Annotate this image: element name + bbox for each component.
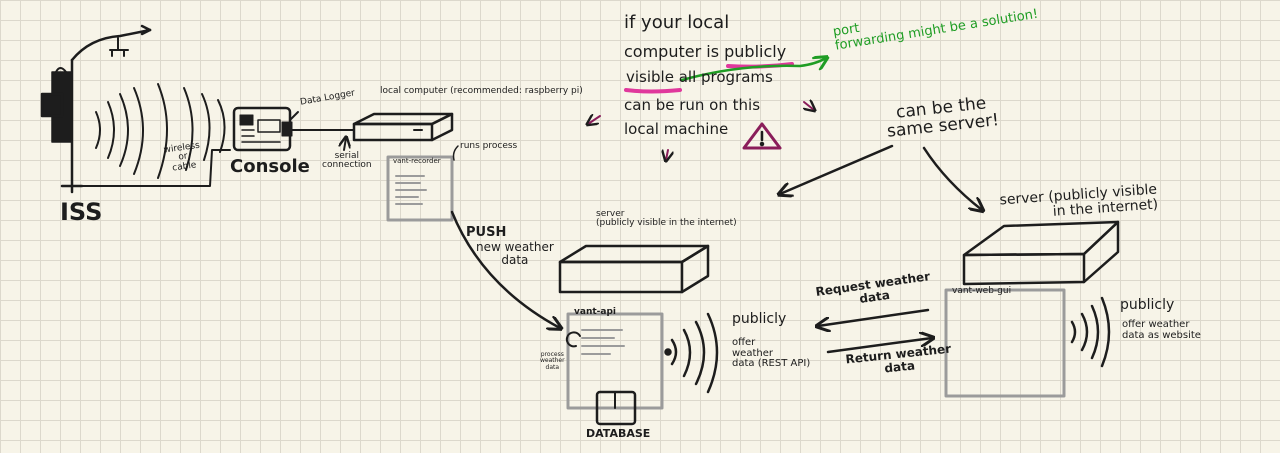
request-arrow: [818, 308, 930, 326]
vant-recorder-window-icon: [386, 155, 454, 222]
console-device-icon: [232, 106, 293, 152]
note-line-1: if your local: [624, 12, 730, 33]
note-line-2: computer is publicly: [624, 42, 787, 61]
serial-connection-label: serial connection: [322, 151, 372, 171]
iss-console-cable: [79, 149, 231, 187]
database-icon: [595, 390, 637, 426]
runs-process-label: runs process: [460, 141, 518, 151]
vant-api-window-icon: [565, 312, 672, 410]
return-arrow: [826, 338, 932, 354]
api-description: offer weather data (REST API): [732, 337, 811, 369]
push-arrow: [450, 210, 560, 328]
note-arrow-right: [804, 102, 814, 110]
serial-pointer: [344, 138, 346, 151]
web-waves-icon: [1070, 296, 1111, 368]
vant-web-gui-window-icon: [944, 288, 1066, 398]
runs-process-pointer: [452, 145, 459, 161]
iss-wireless-waves-icon: [95, 83, 226, 179]
server-box-icon: [558, 244, 710, 294]
server2-box-icon: [962, 220, 1120, 286]
note-line-3: visible all programs: [626, 68, 773, 86]
local-computer-label: local computer (recommended: raspberry p…: [380, 86, 583, 96]
push-label: PUSH: [466, 225, 507, 240]
note-line-5: local machine: [624, 120, 729, 138]
visible-underline: [624, 88, 682, 94]
api-waves-icon: [670, 312, 719, 394]
note-arrow-down: [666, 149, 668, 160]
web-description: offer weather data as website: [1122, 319, 1201, 341]
process-data-label: process weather data: [540, 351, 565, 371]
same-server-arrow-right: [922, 146, 982, 210]
database-label: DATABASE: [586, 427, 651, 440]
warning-icon: [742, 122, 782, 150]
note-arrow-left: [588, 116, 601, 124]
port-forwarding-arrow: [680, 58, 826, 82]
vant-recorder-label: vant-recorder: [393, 157, 441, 165]
server1-label: server (publicly visible in the internet…: [596, 209, 737, 229]
vant-web-gui-label: vant-web-gui: [952, 286, 1012, 296]
vant-api-label: vant-api: [574, 307, 616, 317]
note-line-4: can be run on this: [624, 96, 761, 114]
iss-label: ISS: [60, 198, 103, 226]
console-label: Console: [230, 156, 310, 177]
iss-station-icon: [40, 24, 152, 194]
local-computer-icon: [352, 112, 454, 142]
publicly-web-label: publicly: [1120, 297, 1175, 313]
publicly-api-label: publicly: [732, 311, 787, 327]
same-server-arrow-left: [780, 144, 894, 194]
wireless-label: wireless or cable: [163, 140, 201, 174]
data-logger-pointer: [289, 111, 299, 121]
push-description: new weather data: [476, 240, 554, 267]
